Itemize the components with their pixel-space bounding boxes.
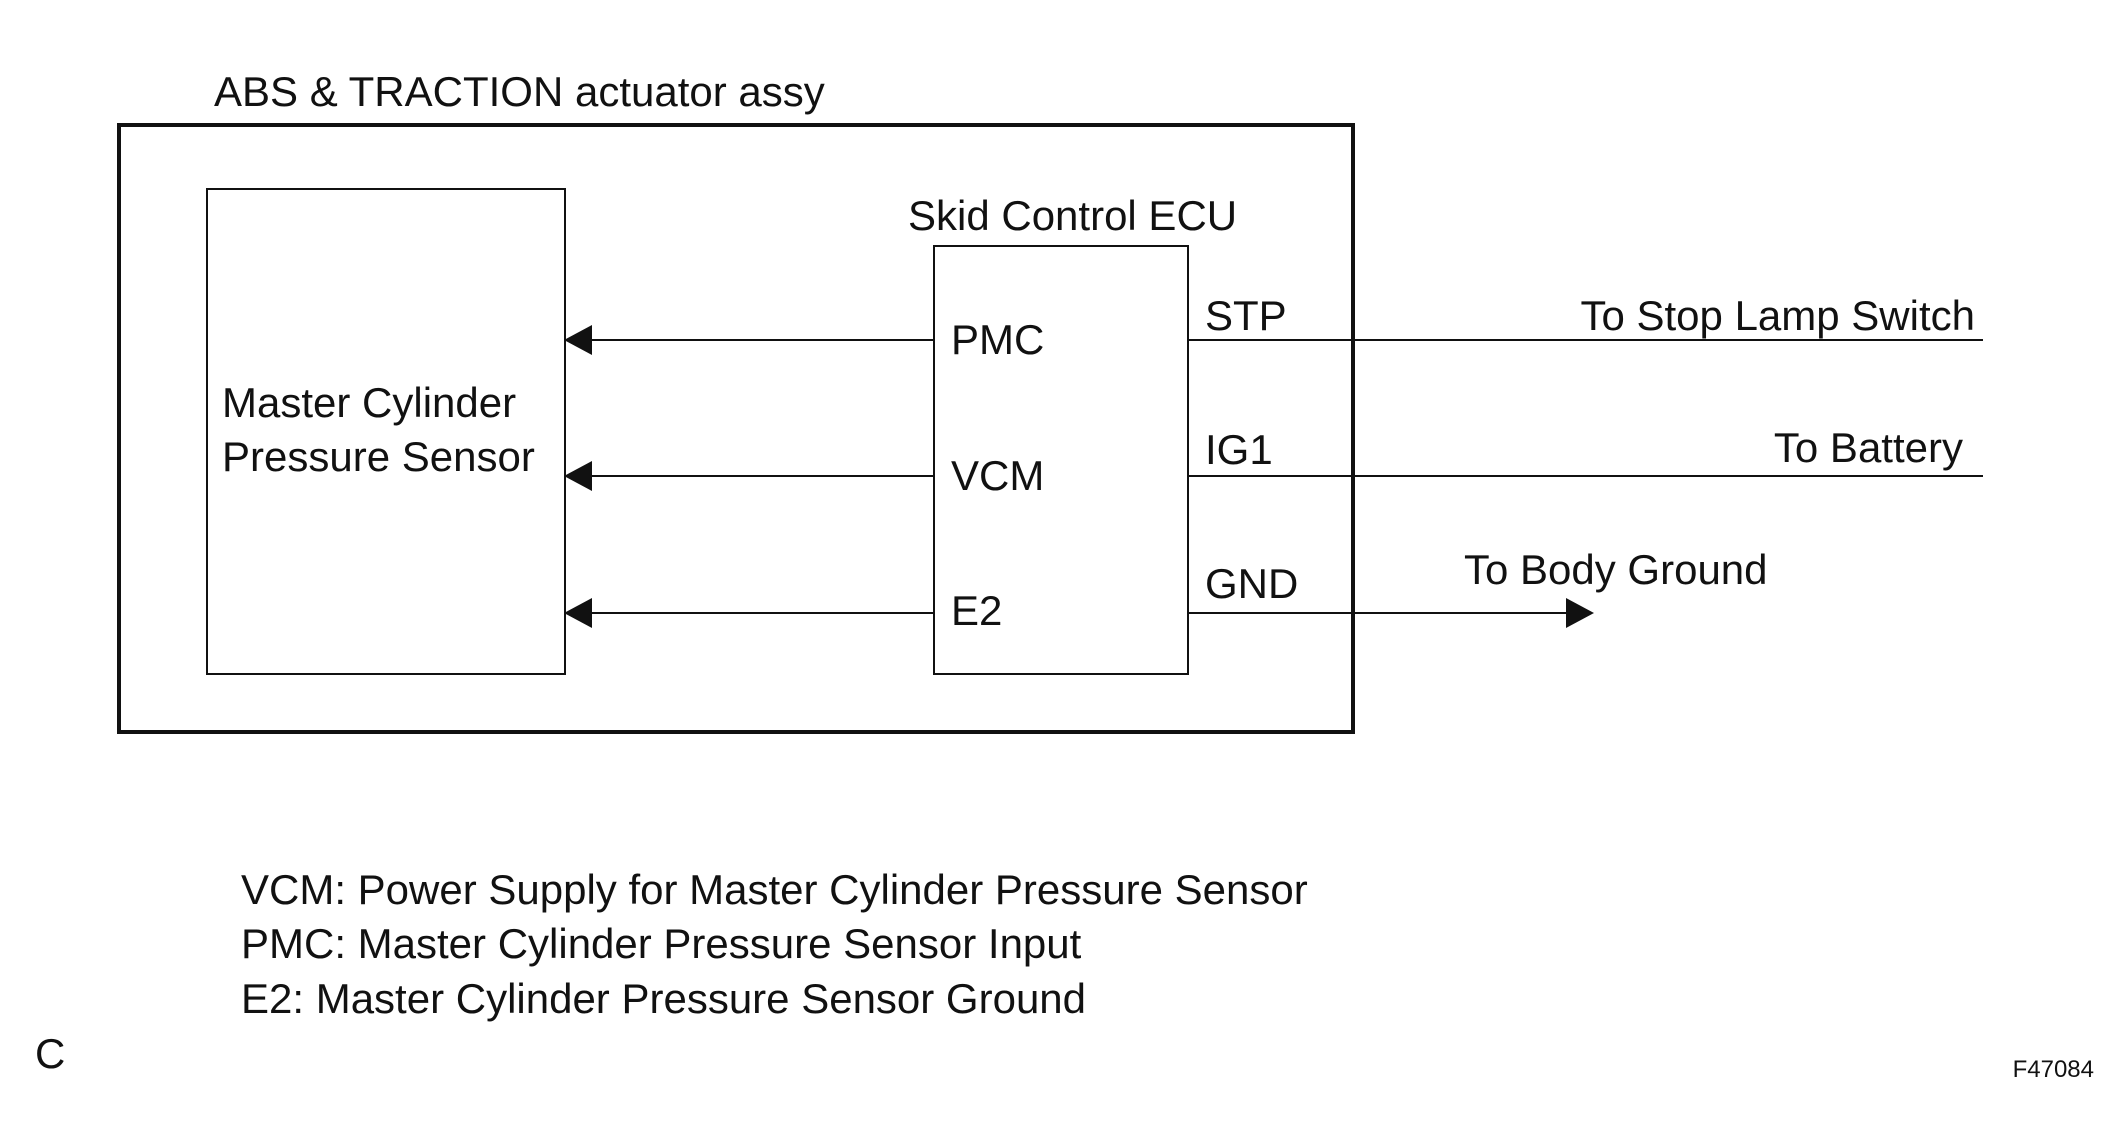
- to-stop-lamp-switch: To Stop Lamp Switch: [1580, 292, 1975, 339]
- assembly-title: ABS & TRACTION actuator assy: [214, 68, 825, 115]
- legend-e2: E2: Master Cylinder Pressure Sensor Grou…: [241, 975, 1086, 1022]
- to-body-ground: To Body Ground: [1464, 546, 1768, 593]
- legend-pmc: PMC: Master Cylinder Pressure Sensor Inp…: [241, 920, 1082, 967]
- terminal-stp: STP: [1205, 292, 1287, 339]
- terminal-pmc: PMC: [951, 316, 1044, 363]
- ecu-box: [933, 245, 1189, 675]
- terminal-e2: E2: [951, 587, 1002, 634]
- terminal-ig1: IG1: [1205, 426, 1273, 473]
- actuator-assy-box: [117, 123, 1355, 734]
- terminal-vcm: VCM: [951, 452, 1044, 499]
- legend-vcm: VCM: Power Supply for Master Cylinder Pr…: [241, 866, 1308, 913]
- sensor-label-line2: Pressure Sensor: [222, 433, 535, 480]
- sensor-label-line1: Master Cylinder: [222, 379, 516, 426]
- corner-letter: C: [35, 1030, 65, 1077]
- to-battery: To Battery: [1774, 424, 1963, 471]
- terminal-gnd: GND: [1205, 560, 1298, 607]
- ecu-title: Skid Control ECU: [908, 192, 1237, 239]
- figure-code: F47084: [2013, 1056, 2094, 1083]
- sensor-box: [206, 188, 566, 675]
